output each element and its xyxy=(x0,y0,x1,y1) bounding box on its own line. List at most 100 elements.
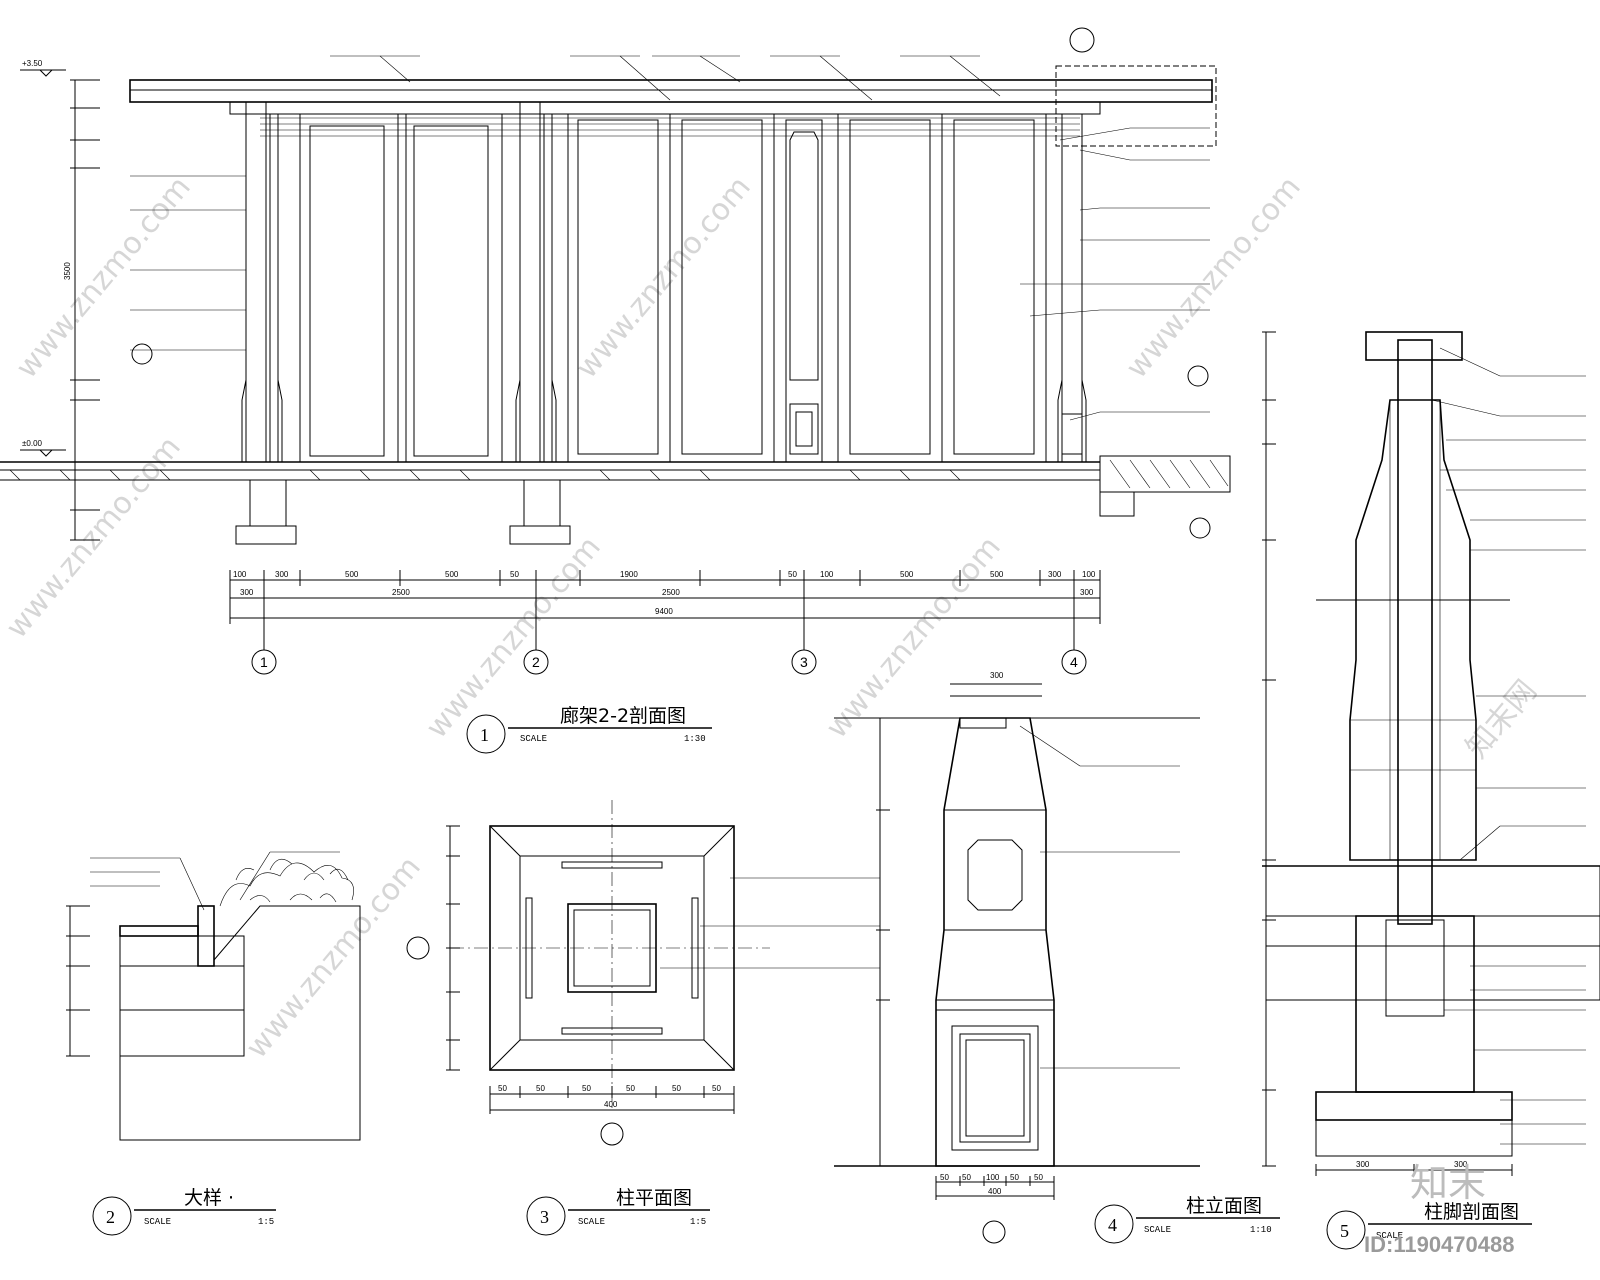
dimension-text: 50 xyxy=(940,1173,949,1182)
dimension-text: 300 xyxy=(1048,570,1062,579)
v3-bottom-dimensions: 50 50 50 50 50 50 400 xyxy=(498,1084,721,1109)
dimension-text: 50 xyxy=(498,1084,507,1093)
dimension-text: 50 xyxy=(712,1084,721,1093)
column-body xyxy=(935,717,1055,1167)
concrete-base xyxy=(119,965,245,1011)
paving-slab xyxy=(119,925,199,937)
dimension-text: 2500 xyxy=(392,588,410,597)
view-number: 4 xyxy=(1108,1215,1117,1235)
callout-leaders xyxy=(130,55,1210,421)
lattice-panel xyxy=(577,119,659,455)
watermark-text: www.znzmo.com xyxy=(239,850,428,1065)
scale-label: SCALE xyxy=(1376,1231,1403,1241)
beam-end xyxy=(1365,331,1463,361)
grid-axis-label: 4 xyxy=(1070,654,1078,670)
center-pilaster xyxy=(785,119,823,463)
v5-bottom-dimension-lines xyxy=(1315,1164,1513,1176)
view-number-bubble xyxy=(1326,1210,1366,1250)
view-number-bubble xyxy=(466,714,506,754)
grid-axis-label: 1 xyxy=(260,654,268,670)
view-3-title-block: 3 柱平面图 SCALE 1:5 xyxy=(526,1187,710,1236)
detail-callout-box xyxy=(1055,65,1217,147)
view-number: 3 xyxy=(540,1207,549,1227)
scale-value: 1:5 xyxy=(258,1217,274,1227)
paving-layer xyxy=(119,935,245,967)
planter-edge xyxy=(1099,455,1231,493)
gravel-base xyxy=(119,1009,245,1057)
v4-top-dimension: 300 xyxy=(990,671,1004,680)
view-4-column-elevation: 300 50 50 100 50 50 400 xyxy=(834,671,1280,1244)
view-number-bubble xyxy=(526,1196,566,1236)
v5-bottom-dimensions: 300 300 xyxy=(1356,1160,1468,1169)
gravel-bed xyxy=(1315,1119,1513,1157)
base-panel xyxy=(951,1025,1039,1151)
dimension-text: 50 xyxy=(788,570,797,579)
dimension-text: 100 xyxy=(820,570,834,579)
callout-leaders xyxy=(1431,347,1586,1145)
v1-bottom-dimension-row2: 300 2500 2500 300 xyxy=(240,588,1094,597)
scale-label: SCALE xyxy=(520,734,547,744)
view-2-detail: 2 大样 · SCALE 1:5 xyxy=(66,851,361,1236)
v1-bottom-dimension-row1: 100 300 500 500 50 1900 50 100 500 500 3… xyxy=(233,570,1096,579)
elevation-marker-icon xyxy=(38,449,54,457)
elevation-top: +3.50 xyxy=(22,59,43,68)
v1-total-dimension: 9400 xyxy=(655,607,673,616)
column-4 xyxy=(1057,113,1087,463)
dimension-text: 500 xyxy=(345,570,359,579)
column-ornament xyxy=(967,839,1023,911)
scale-label: SCALE xyxy=(144,1217,171,1227)
column-cladding xyxy=(1349,399,1477,861)
v3-total-dimension: 400 xyxy=(604,1100,618,1109)
dimension-text: 1900 xyxy=(620,570,638,579)
scale-label: SCALE xyxy=(578,1217,605,1227)
axis-bubble xyxy=(406,936,430,960)
elevation-marker-icon xyxy=(38,69,54,77)
pedestal-footing xyxy=(1355,915,1475,1093)
v1-bottom-dimension-lines xyxy=(229,570,1101,650)
dimension-text: 500 xyxy=(900,570,914,579)
detail-bubble xyxy=(1069,27,1095,53)
dimension-text: 50 xyxy=(582,1084,591,1093)
watermark-text: www.znzmo.com xyxy=(819,530,1008,745)
v4-bottom-dimensions: 50 50 100 50 50 400 xyxy=(940,1173,1043,1196)
shrub-foliage xyxy=(219,858,354,907)
watermark-text: www.znzmo.com xyxy=(569,170,758,385)
detail-bubble xyxy=(131,343,153,365)
view-2-title-block: 2 大样 · SCALE 1:5 xyxy=(92,1187,276,1236)
grid-axis-bubbles: 1 2 3 4 xyxy=(251,649,1087,675)
watermark-text: www.znzmo.com xyxy=(9,170,198,385)
view-title: 柱立面图 xyxy=(1186,1195,1262,1217)
detail-bubble xyxy=(1187,365,1209,387)
footing-base xyxy=(1315,1091,1513,1121)
axis-bubble xyxy=(982,1220,1006,1244)
dimension-text: 500 xyxy=(445,570,459,579)
dimension-text: 50 xyxy=(536,1084,545,1093)
dimension-text: 300 xyxy=(240,588,254,597)
scale-value: 1:10 xyxy=(1250,1225,1272,1235)
scale-value: 1:5 xyxy=(690,1217,706,1227)
dimension-text: 50 xyxy=(1034,1173,1043,1182)
view-number: 2 xyxy=(106,1207,115,1227)
dimension-text: 50 xyxy=(510,570,519,579)
image-id-watermark: ID:1190470488 xyxy=(1364,1232,1514,1257)
lattice-panel xyxy=(681,119,763,455)
scale-value: 1:30 xyxy=(684,734,706,744)
secondary-beam xyxy=(229,101,1101,115)
v3-bottom-dimension-lines xyxy=(489,1086,735,1114)
watermark-text: www.znzmo.com xyxy=(1119,170,1308,385)
dimension-text: 500 xyxy=(990,570,1004,579)
planter-footing xyxy=(1099,491,1135,517)
steel-column-core xyxy=(1397,339,1433,925)
view-number-bubble xyxy=(92,1196,132,1236)
v4-bottom-dimension-lines xyxy=(935,1176,1055,1200)
view-5-title-block: 5 柱脚剖面图 SCALE xyxy=(1326,1201,1532,1250)
dimension-text: 50 xyxy=(962,1173,971,1182)
dimension-text: 50 xyxy=(626,1084,635,1093)
column-1 xyxy=(235,101,297,545)
view-number: 5 xyxy=(1340,1221,1349,1241)
dimension-text: 50 xyxy=(1010,1173,1019,1182)
axis-bubble xyxy=(600,1122,624,1146)
soil-backfill xyxy=(119,905,361,1141)
view-1-section: +3.50 ±0.00 3500 xyxy=(0,27,1231,754)
